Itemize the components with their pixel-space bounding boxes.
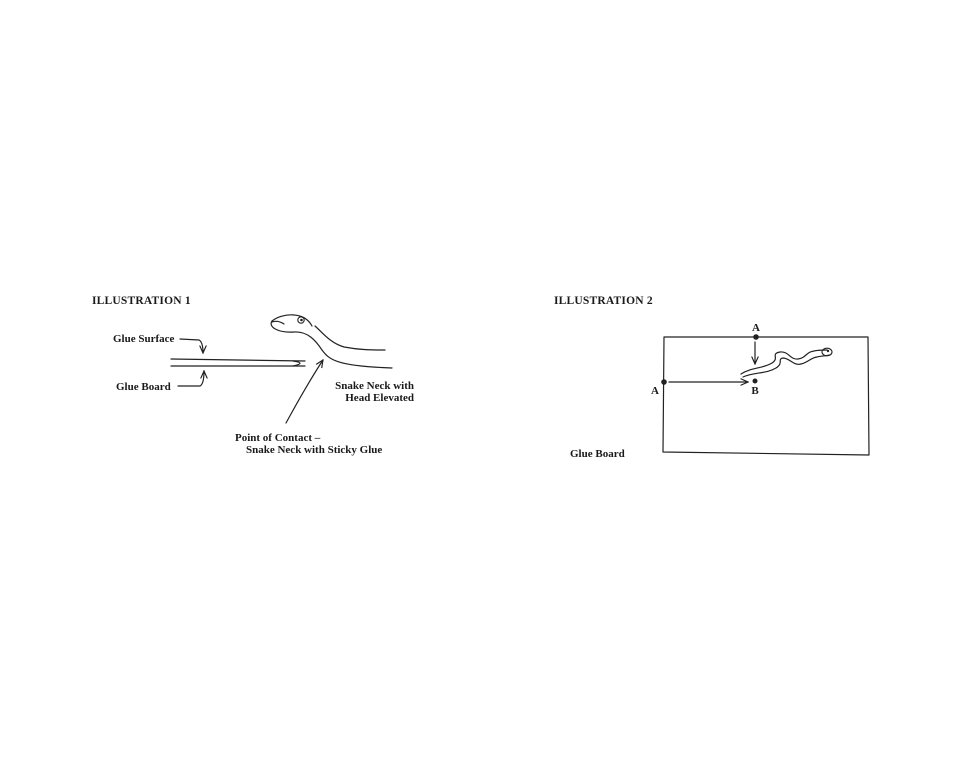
- snake-eye-icon-2: [826, 349, 830, 353]
- snake-neck-label: Snake Neck with Head Elevated: [314, 380, 414, 404]
- glue-board-end: [292, 360, 301, 367]
- snake-neck-label-line2: Head Elevated: [345, 392, 414, 404]
- snake-body-bottom: [742, 354, 831, 378]
- point-of-contact-label-line1: Point of Contact –: [235, 432, 321, 444]
- illustration-2-diagram: [661, 334, 870, 456]
- point-of-contact-arrow: [285, 360, 323, 424]
- snake-head-oval: [821, 347, 833, 357]
- snake-neck-label-line1: Snake Neck with: [335, 380, 414, 392]
- illustration-1-diagram: [170, 314, 393, 424]
- snake-eye-icon: [297, 316, 305, 324]
- glue-surface-label: Glue Surface: [113, 333, 175, 345]
- glue-surface-arrow: [179, 338, 203, 353]
- snake-neck-lower: [314, 325, 386, 351]
- point-a-top-label: A: [752, 322, 760, 334]
- point-a-left-marker: [661, 379, 667, 385]
- point-a-top-marker: [753, 334, 759, 340]
- illustration-1-title: ILLUSTRATION 1: [92, 295, 191, 307]
- snake-head-outline: [270, 314, 393, 369]
- point-of-contact-label: Point of Contact – Snake Neck with Stick…: [235, 432, 382, 456]
- illustration-2-title: ILLUSTRATION 2: [554, 295, 653, 307]
- snake-body-top: [740, 349, 828, 375]
- snake-mouth: [271, 320, 285, 325]
- point-b-label: B: [751, 385, 759, 397]
- glue-board-rectangle: [662, 336, 870, 456]
- glue-board-label-2: Glue Board: [570, 448, 625, 460]
- glue-board-arrow: [177, 371, 204, 387]
- glue-board-top-line: [170, 358, 306, 362]
- point-a-left-label: A: [651, 385, 659, 397]
- point-b-marker: [752, 378, 758, 384]
- snake-eye-pupil: [300, 318, 303, 322]
- point-of-contact-label-line2: Snake Neck with Sticky Glue: [246, 444, 383, 456]
- glue-board-label: Glue Board: [116, 381, 171, 393]
